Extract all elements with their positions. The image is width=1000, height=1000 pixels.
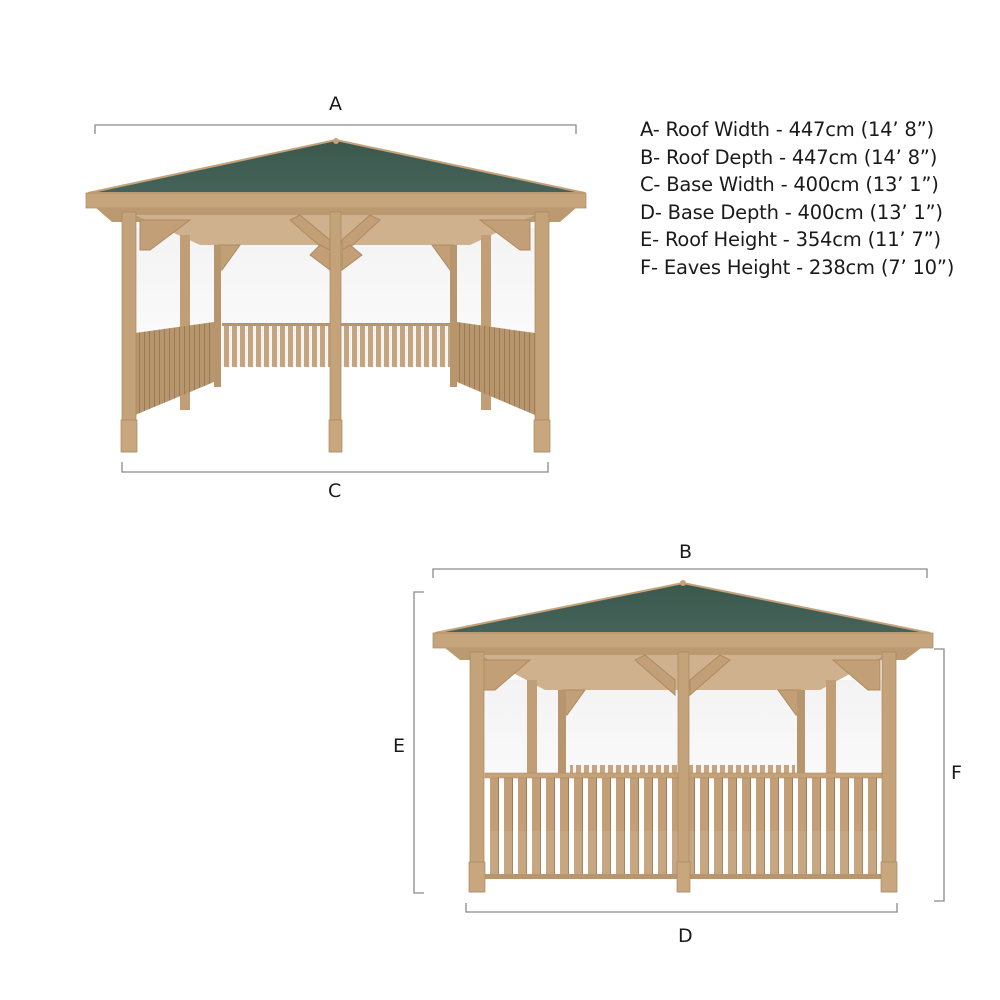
label-a: A — [329, 93, 342, 115]
legend-item-roof-depth: B- Roof Depth - 447cm (14’ 8”) — [640, 145, 938, 169]
label-e: E — [393, 735, 406, 757]
dimension-line-b — [432, 568, 928, 578]
legend-item-roof-height: E- Roof Height - 354cm (11’ 7”) — [640, 228, 941, 251]
label-d: D — [678, 925, 693, 947]
dimension-line-c — [121, 462, 549, 473]
legend-item-base-width: C- Base Width - 400cm (13’ 1”) — [640, 173, 939, 196]
label-c: C — [328, 480, 342, 502]
legend-item-eaves-height: F- Eaves Height - 238cm (7’ 10”) — [640, 255, 955, 279]
legend-item-roof-width: A- Roof Width - 447cm (14’ 8”) — [640, 118, 934, 141]
label-f: F — [951, 762, 962, 784]
dimension-line-a — [94, 124, 577, 134]
dimensions-legend: A- Roof Width - 447cm (14’ 8”) B- Roof D… — [640, 116, 954, 281]
dimension-line-d — [465, 903, 898, 913]
label-b: B — [679, 541, 693, 563]
dimension-line-f — [934, 648, 945, 902]
legend-item-base-depth: D- Base Depth - 400cm (13’ 1”) — [640, 200, 943, 224]
gazebo-front-view — [85, 138, 587, 453]
dimension-line-e — [413, 591, 424, 894]
gazebo-side-view — [432, 580, 934, 893]
